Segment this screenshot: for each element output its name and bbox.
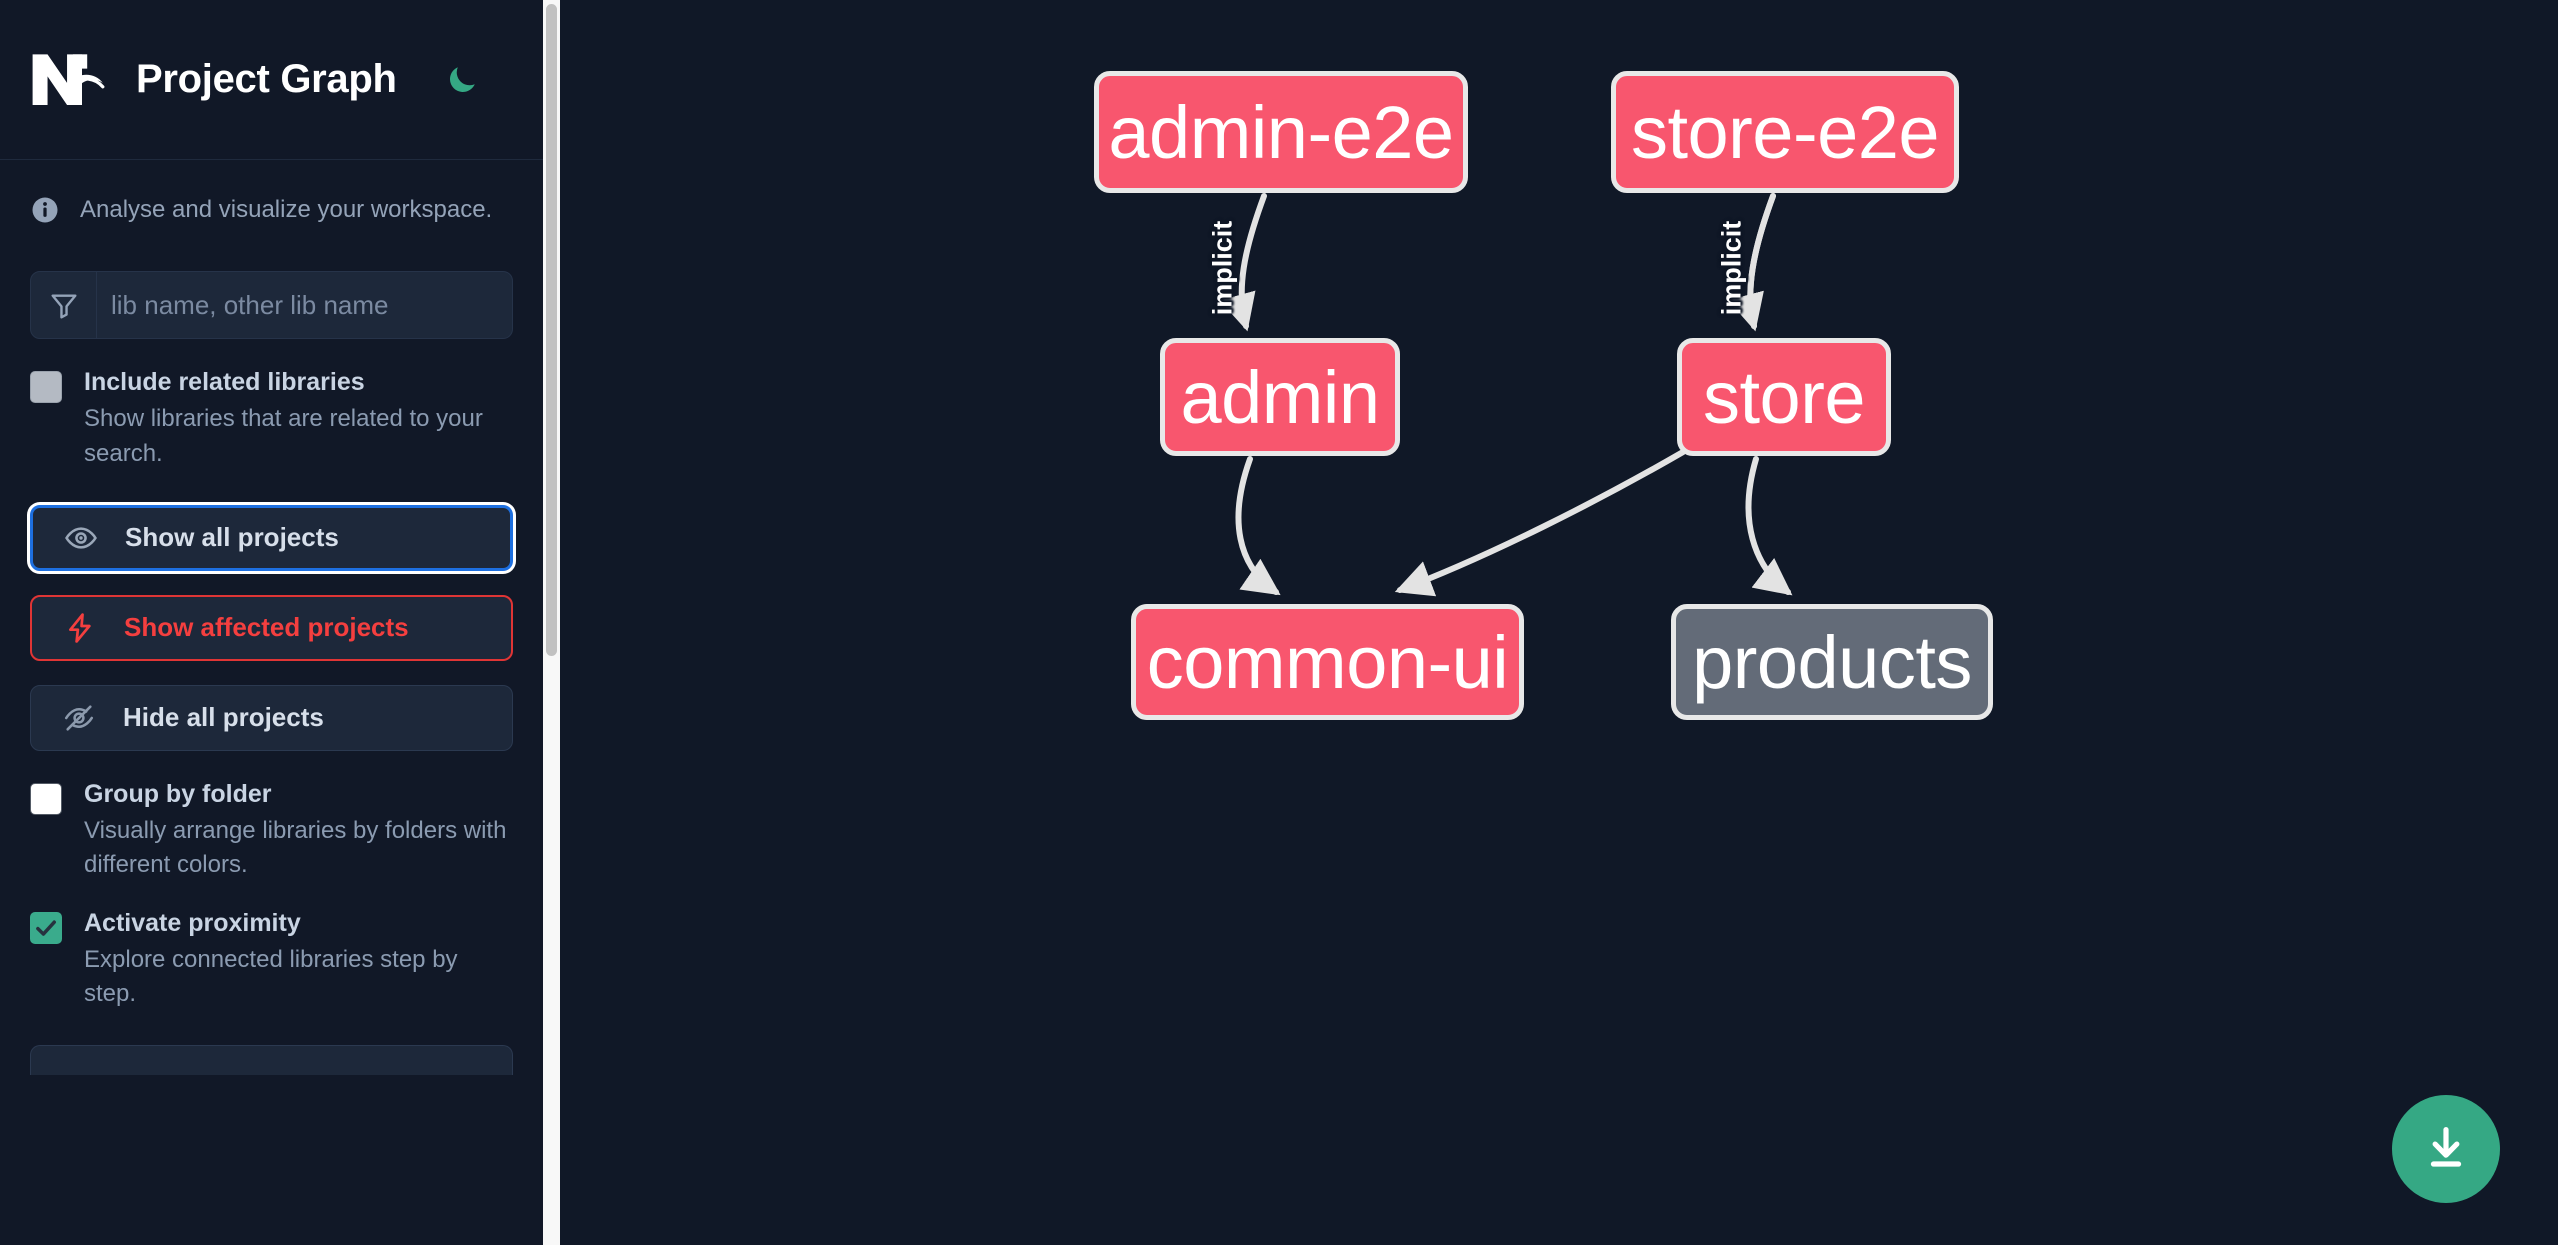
next-option-partial[interactable] xyxy=(30,1045,513,1076)
nx-logo-icon xyxy=(30,49,108,111)
sidebar: Project Graph Analyse and visualize your… xyxy=(0,0,560,1245)
graph-node-admin[interactable]: admin xyxy=(1160,338,1400,456)
checkbox-activate-proximity[interactable] xyxy=(30,912,62,944)
node-label: common-ui xyxy=(1146,620,1509,704)
show-affected-projects-label: Show affected projects xyxy=(124,612,409,643)
node-label: products xyxy=(1692,620,1972,704)
info-banner-text: Analyse and visualize your workspace. xyxy=(80,196,493,223)
checkbox-include-related-libraries[interactable] xyxy=(30,371,62,404)
filter-funnel-icon xyxy=(31,272,97,339)
filter-search-box[interactable] xyxy=(30,271,513,340)
hide-all-projects-button[interactable]: Hide all projects xyxy=(30,684,513,751)
option-activate-proximity[interactable]: Activate proximity Explore connected lib… xyxy=(0,882,543,1011)
graph-edges xyxy=(1219,193,1793,597)
show-affected-projects-button[interactable]: Show affected projects xyxy=(30,594,513,661)
option-description: Visually arrange libraries by folders wi… xyxy=(84,816,507,878)
sidebar-scrollbar[interactable] xyxy=(543,0,560,1245)
download-button[interactable] xyxy=(2392,1095,2500,1203)
sidebar-header: Project Graph xyxy=(0,0,543,160)
moon-icon[interactable] xyxy=(439,57,485,103)
node-label: store-e2e xyxy=(1630,90,1940,174)
option-title: Activate proximity xyxy=(84,909,301,937)
graph-node-store-e2e[interactable]: store-e2e xyxy=(1611,71,1959,193)
graph-canvas[interactable]: admin-e2e store-e2e admin store common-u… xyxy=(560,0,2558,1245)
checkbox-group-by-folder[interactable] xyxy=(30,782,62,815)
node-label: store xyxy=(1702,355,1866,439)
show-all-projects-label: Show all projects xyxy=(125,522,339,553)
sidebar-scrollbar-thumb[interactable] xyxy=(546,4,557,656)
graph-node-common-ui[interactable]: common-ui xyxy=(1131,604,1524,720)
option-include-related-libraries[interactable]: Include related libraries Show libraries… xyxy=(0,339,543,470)
hide-all-projects-label: Hide all projects xyxy=(123,702,324,733)
option-title: Include related libraries xyxy=(84,368,365,397)
download-icon xyxy=(2420,1122,2472,1177)
option-description: Explore connected libraries step by step… xyxy=(84,946,458,1008)
show-all-projects-button[interactable]: Show all projects xyxy=(30,504,513,571)
lightning-bolt-icon xyxy=(60,608,100,648)
search-input[interactable] xyxy=(97,272,512,339)
option-description: Show libraries that are related to your … xyxy=(84,405,483,467)
node-label: admin xyxy=(1180,355,1380,439)
sidebar-content: Project Graph Analyse and visualize your… xyxy=(0,0,543,1245)
graph-node-products[interactable]: products xyxy=(1671,604,1993,720)
graph-node-admin-e2e[interactable]: admin-e2e xyxy=(1094,71,1468,193)
page-title: Project Graph xyxy=(136,57,397,101)
info-banner: Analyse and visualize your workspace. xyxy=(0,160,543,259)
info-icon xyxy=(30,195,60,225)
projects-button-group: Show all projects Show affected projects xyxy=(0,471,543,751)
option-title: Group by folder xyxy=(84,779,272,808)
node-label: admin-e2e xyxy=(1108,90,1454,174)
eye-icon xyxy=(61,518,101,558)
graph-node-store[interactable]: store xyxy=(1677,338,1891,456)
option-group-by-folder[interactable]: Group by folder Visually arrange librari… xyxy=(0,751,543,882)
eye-off-icon xyxy=(59,698,99,738)
